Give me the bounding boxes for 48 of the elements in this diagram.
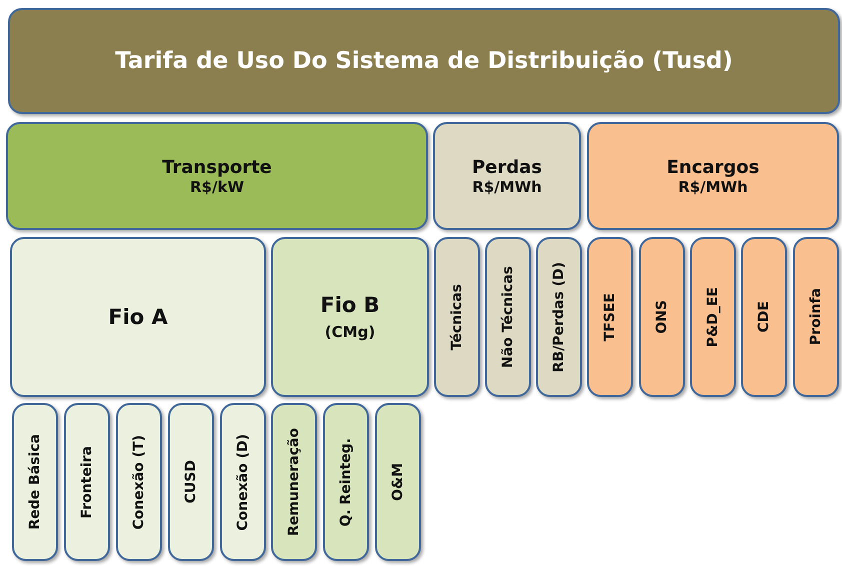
label-text: CDE — [756, 301, 772, 333]
label-text: TFSEE — [602, 292, 618, 342]
label-text: RB/Perdas (D) — [551, 262, 567, 372]
label-text: Conexão (T) — [131, 434, 147, 530]
item-box — [323, 403, 369, 561]
item-box — [168, 403, 214, 561]
category-box — [587, 122, 839, 230]
item-box — [116, 403, 162, 561]
label-text: Rede Básica — [27, 434, 43, 530]
category-box — [433, 122, 581, 230]
item-box — [434, 237, 480, 397]
label-text: Não Técnicas — [500, 266, 516, 368]
label-text: Q. Reinteg. — [338, 438, 354, 526]
label-text: Técnicas — [449, 284, 465, 350]
item-box — [375, 403, 421, 561]
label-text: Perdas — [472, 156, 542, 178]
label-text: Proinfa — [808, 288, 824, 346]
item-box — [793, 237, 839, 397]
item-box — [741, 237, 787, 397]
label-text: Fio B — [320, 293, 380, 317]
category-box — [10, 237, 266, 397]
label-text: Conexão (D) — [235, 434, 251, 530]
item-box — [64, 403, 110, 561]
label-text: Remuneração — [286, 428, 302, 536]
label-text: ONS — [654, 300, 670, 334]
label-text: Transporte — [162, 156, 272, 178]
item-box — [690, 237, 736, 397]
unit-text: R$/MWh — [678, 178, 748, 196]
label-text: P&D_EE — [705, 286, 721, 348]
title-text: Tarifa de Uso Do Sistema de Distribuição (Tusd) — [115, 48, 733, 74]
unit-text: R$/MWh — [472, 178, 542, 196]
label-text: Fio A — [108, 305, 168, 329]
category-box — [271, 237, 429, 397]
item-box — [271, 403, 317, 561]
item-box — [536, 237, 582, 397]
unit-text: (CMg) — [324, 323, 376, 341]
label-text: Encargos — [666, 156, 760, 178]
label-text: Fronteira — [79, 446, 95, 518]
item-box — [587, 237, 633, 397]
item-box — [12, 403, 58, 561]
title-banner — [8, 8, 840, 114]
item-box — [485, 237, 531, 397]
item-box — [639, 237, 685, 397]
label-text: CUSD — [183, 460, 199, 504]
item-box — [220, 403, 266, 561]
category-box — [6, 122, 428, 230]
label-text: O&M — [390, 462, 406, 502]
unit-text: R$/kW — [190, 178, 244, 196]
